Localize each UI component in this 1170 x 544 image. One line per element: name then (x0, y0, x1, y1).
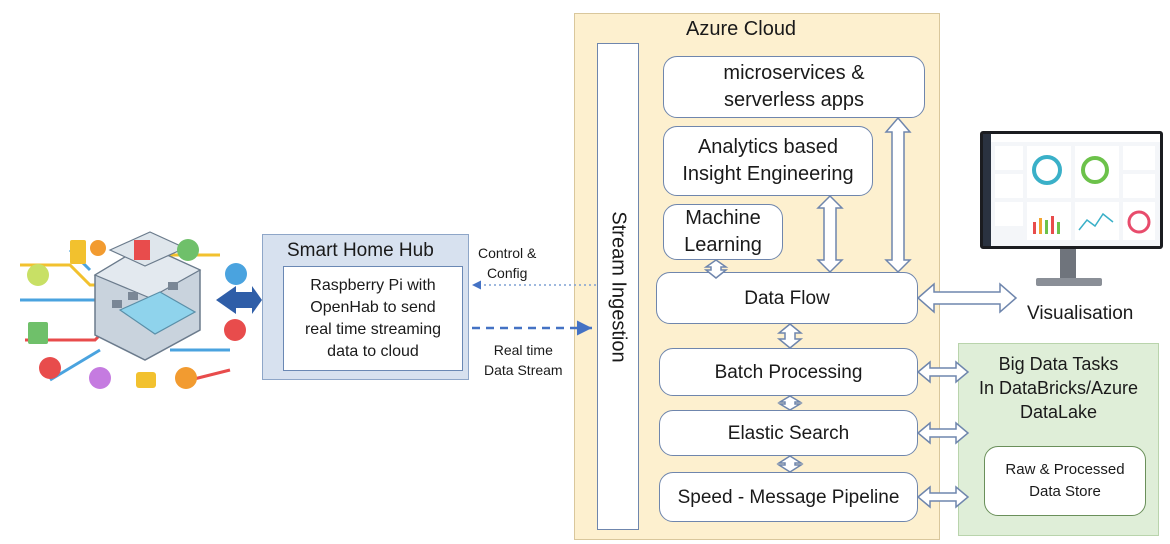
speed-bigdata-arrow (916, 485, 970, 509)
ml-dataflow-arrow (703, 259, 729, 279)
machine-learning-box: Machine Learning (663, 204, 783, 260)
analytics-box: Analytics based Insight Engineering (663, 126, 873, 196)
speed-pipeline-box: Speed - Message Pipeline (659, 472, 918, 522)
analytics-dataflow-arrow (816, 194, 844, 274)
house-hub-arrow (216, 286, 262, 314)
azure-cloud-title: Azure Cloud (686, 18, 797, 40)
batch-elastic-arrow (777, 395, 803, 411)
elastic-bigdata-arrow (916, 421, 970, 445)
stream-ingestion-bar: Stream Ingestion (597, 43, 639, 530)
control-config-label: Control & Config (478, 245, 537, 281)
data-flow-box: Data Flow (656, 272, 918, 324)
microservices-box: microservices & serverless apps (663, 56, 925, 118)
visualisation-label: Visualisation (1027, 303, 1134, 324)
dataflow-batch-arrow (776, 323, 804, 349)
batch-bigdata-arrow (916, 360, 970, 384)
elastic-search-box: Elastic Search (659, 410, 918, 456)
dashboard-monitor-icon (980, 131, 1163, 249)
hub-description: Raspberry Pi with OpenHab to send real t… (304, 276, 442, 360)
realtime-stream-label: Real time Data Stream (484, 342, 563, 378)
elastic-speed-arrow (776, 455, 804, 473)
big-data-title: Big Data Tasks In DataBricks/Azure DataL… (978, 354, 1139, 422)
hub-title: Smart Home Hub (287, 240, 434, 261)
hub-description-box: Raspberry Pi with OpenHab to send real t… (283, 266, 463, 371)
data-store-box: Raw & Processed Data Store (984, 446, 1146, 516)
dataflow-visual-arrow (916, 282, 1018, 314)
micro-dataflow-arrow (884, 116, 912, 274)
batch-processing-box: Batch Processing (659, 348, 918, 396)
